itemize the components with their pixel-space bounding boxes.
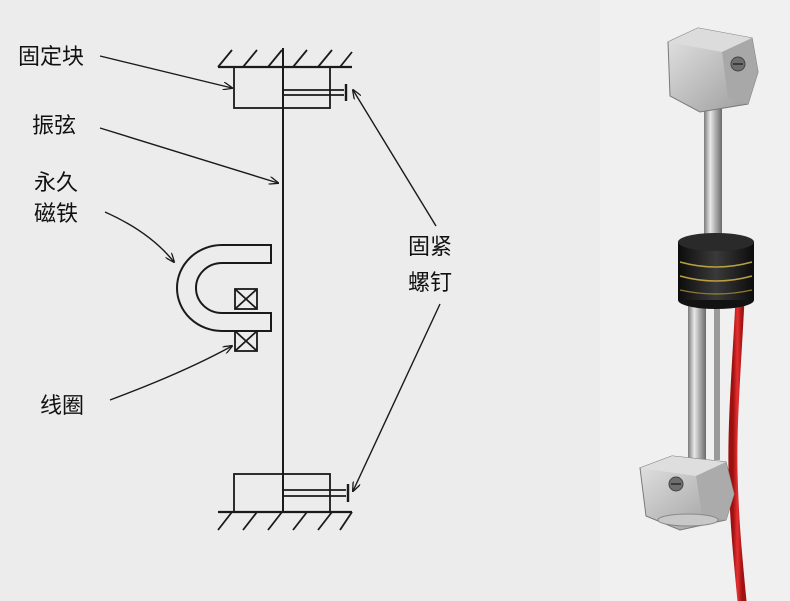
top-ground-hatch	[217, 49, 353, 69]
label-vibrating-string: 振弦	[32, 114, 76, 139]
sensor-photo	[600, 0, 790, 601]
schematic	[99, 48, 441, 531]
label-permanent-magnet-2: 磁铁	[34, 202, 78, 227]
label-clamp-screw-1: 固紧	[408, 235, 452, 260]
red-cable	[728, 295, 747, 601]
label-coil: 线圈	[40, 394, 84, 419]
sensor-coil	[678, 233, 754, 309]
sensor-top-block	[667, 27, 759, 113]
labels: 固定块 振弦 永久 磁铁 固紧 螺钉 线圈	[18, 45, 452, 419]
rod-upper	[704, 92, 722, 252]
bottom-clamp-screw	[284, 484, 350, 502]
rod-lower	[688, 300, 706, 465]
bottom-ground-hatch	[217, 510, 353, 531]
label-permanent-magnet-1: 永久	[34, 171, 78, 196]
label-fixed-block: 固定块	[18, 45, 84, 70]
permanent-magnet	[176, 244, 272, 332]
label-clamp-screw-2: 螺钉	[408, 271, 452, 296]
sensor-bottom-block	[639, 455, 735, 531]
coil-winding	[234, 288, 258, 352]
leader-lines	[99, 55, 441, 491]
top-clamp-screw	[284, 84, 348, 101]
